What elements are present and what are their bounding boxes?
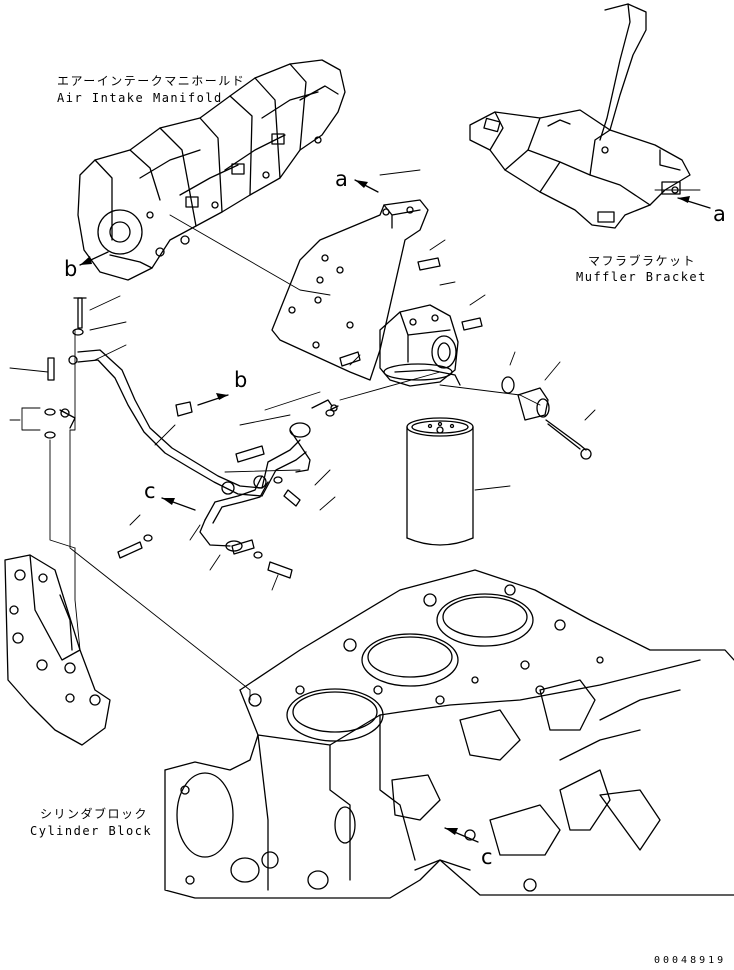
cylinder-block-part xyxy=(165,570,734,898)
oil-tube-assembly xyxy=(60,350,310,551)
callout-c-lower: c xyxy=(481,845,493,869)
filter-bracket-plate xyxy=(272,200,428,380)
label-air-intake-manifold-en: Air Intake Manifold xyxy=(57,91,223,105)
oil-filter-cartridge xyxy=(407,418,473,545)
label-cylinder-block-en: Cylinder Block xyxy=(30,824,153,838)
hardware-bolts-washers xyxy=(45,258,482,578)
label-muffler-bracket-en: Muffler Bracket xyxy=(576,270,707,284)
leader-lines xyxy=(10,170,700,700)
callout-b-left: b xyxy=(64,257,78,281)
callout-a-left: a xyxy=(335,167,348,191)
label-muffler-bracket-jp: マフラブラケット xyxy=(588,254,697,268)
relief-valve-parts xyxy=(502,377,591,459)
label-air-intake-manifold-jp: エアーインテークマニホールド xyxy=(57,74,246,88)
callout-b-right: b xyxy=(234,368,248,392)
callout-c-upper: c xyxy=(144,479,156,503)
air-intake-manifold-part xyxy=(78,60,345,280)
muffler-bracket-part xyxy=(470,4,690,228)
label-cylinder-block-jp: シリンダブロック xyxy=(40,807,149,821)
callout-a-right: a xyxy=(713,202,726,226)
document-number: 00048919 xyxy=(654,955,727,966)
oil-filter-head xyxy=(380,305,460,386)
left-support-bracket xyxy=(5,555,110,745)
